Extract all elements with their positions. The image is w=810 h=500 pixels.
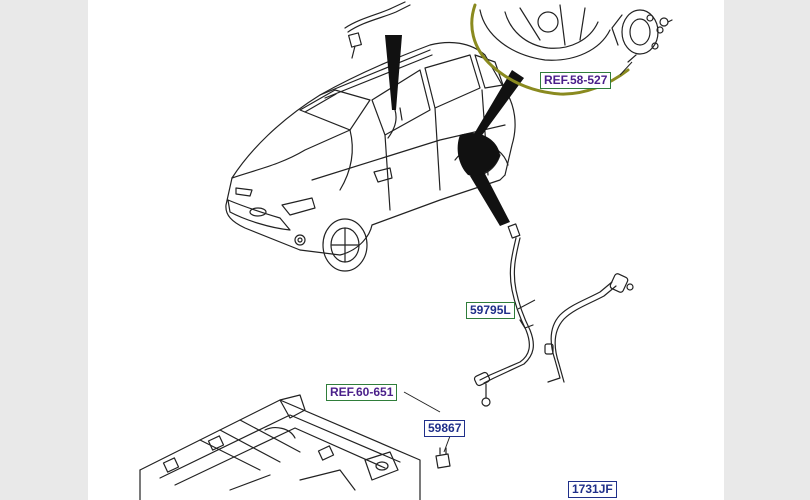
ref-brake-label[interactable]: REF.58-527: [540, 72, 612, 89]
diagram-sheet: [88, 0, 724, 500]
part-grommet-label[interactable]: 59867: [424, 420, 466, 437]
ref-floor-label[interactable]: REF.60-651: [326, 384, 398, 401]
sensor-cable: [473, 223, 634, 407]
sensor-housing-fill: [457, 132, 500, 176]
upper-wire-harness: [344, 1, 411, 59]
floor-pan: [139, 394, 451, 500]
pointer-wedge-brake: [474, 70, 524, 138]
brake-assembly: [479, 4, 673, 63]
part-clip-label[interactable]: 1731JF: [568, 481, 617, 498]
pointer-wedges: [385, 35, 524, 226]
vehicle-drawing: [225, 41, 516, 272]
leader-lines: [403, 61, 633, 453]
pointer-wedge-upper: [385, 35, 402, 110]
part-sensor-label[interactable]: 59795L: [466, 302, 515, 319]
pointer-wedge-sensor: [470, 168, 510, 226]
